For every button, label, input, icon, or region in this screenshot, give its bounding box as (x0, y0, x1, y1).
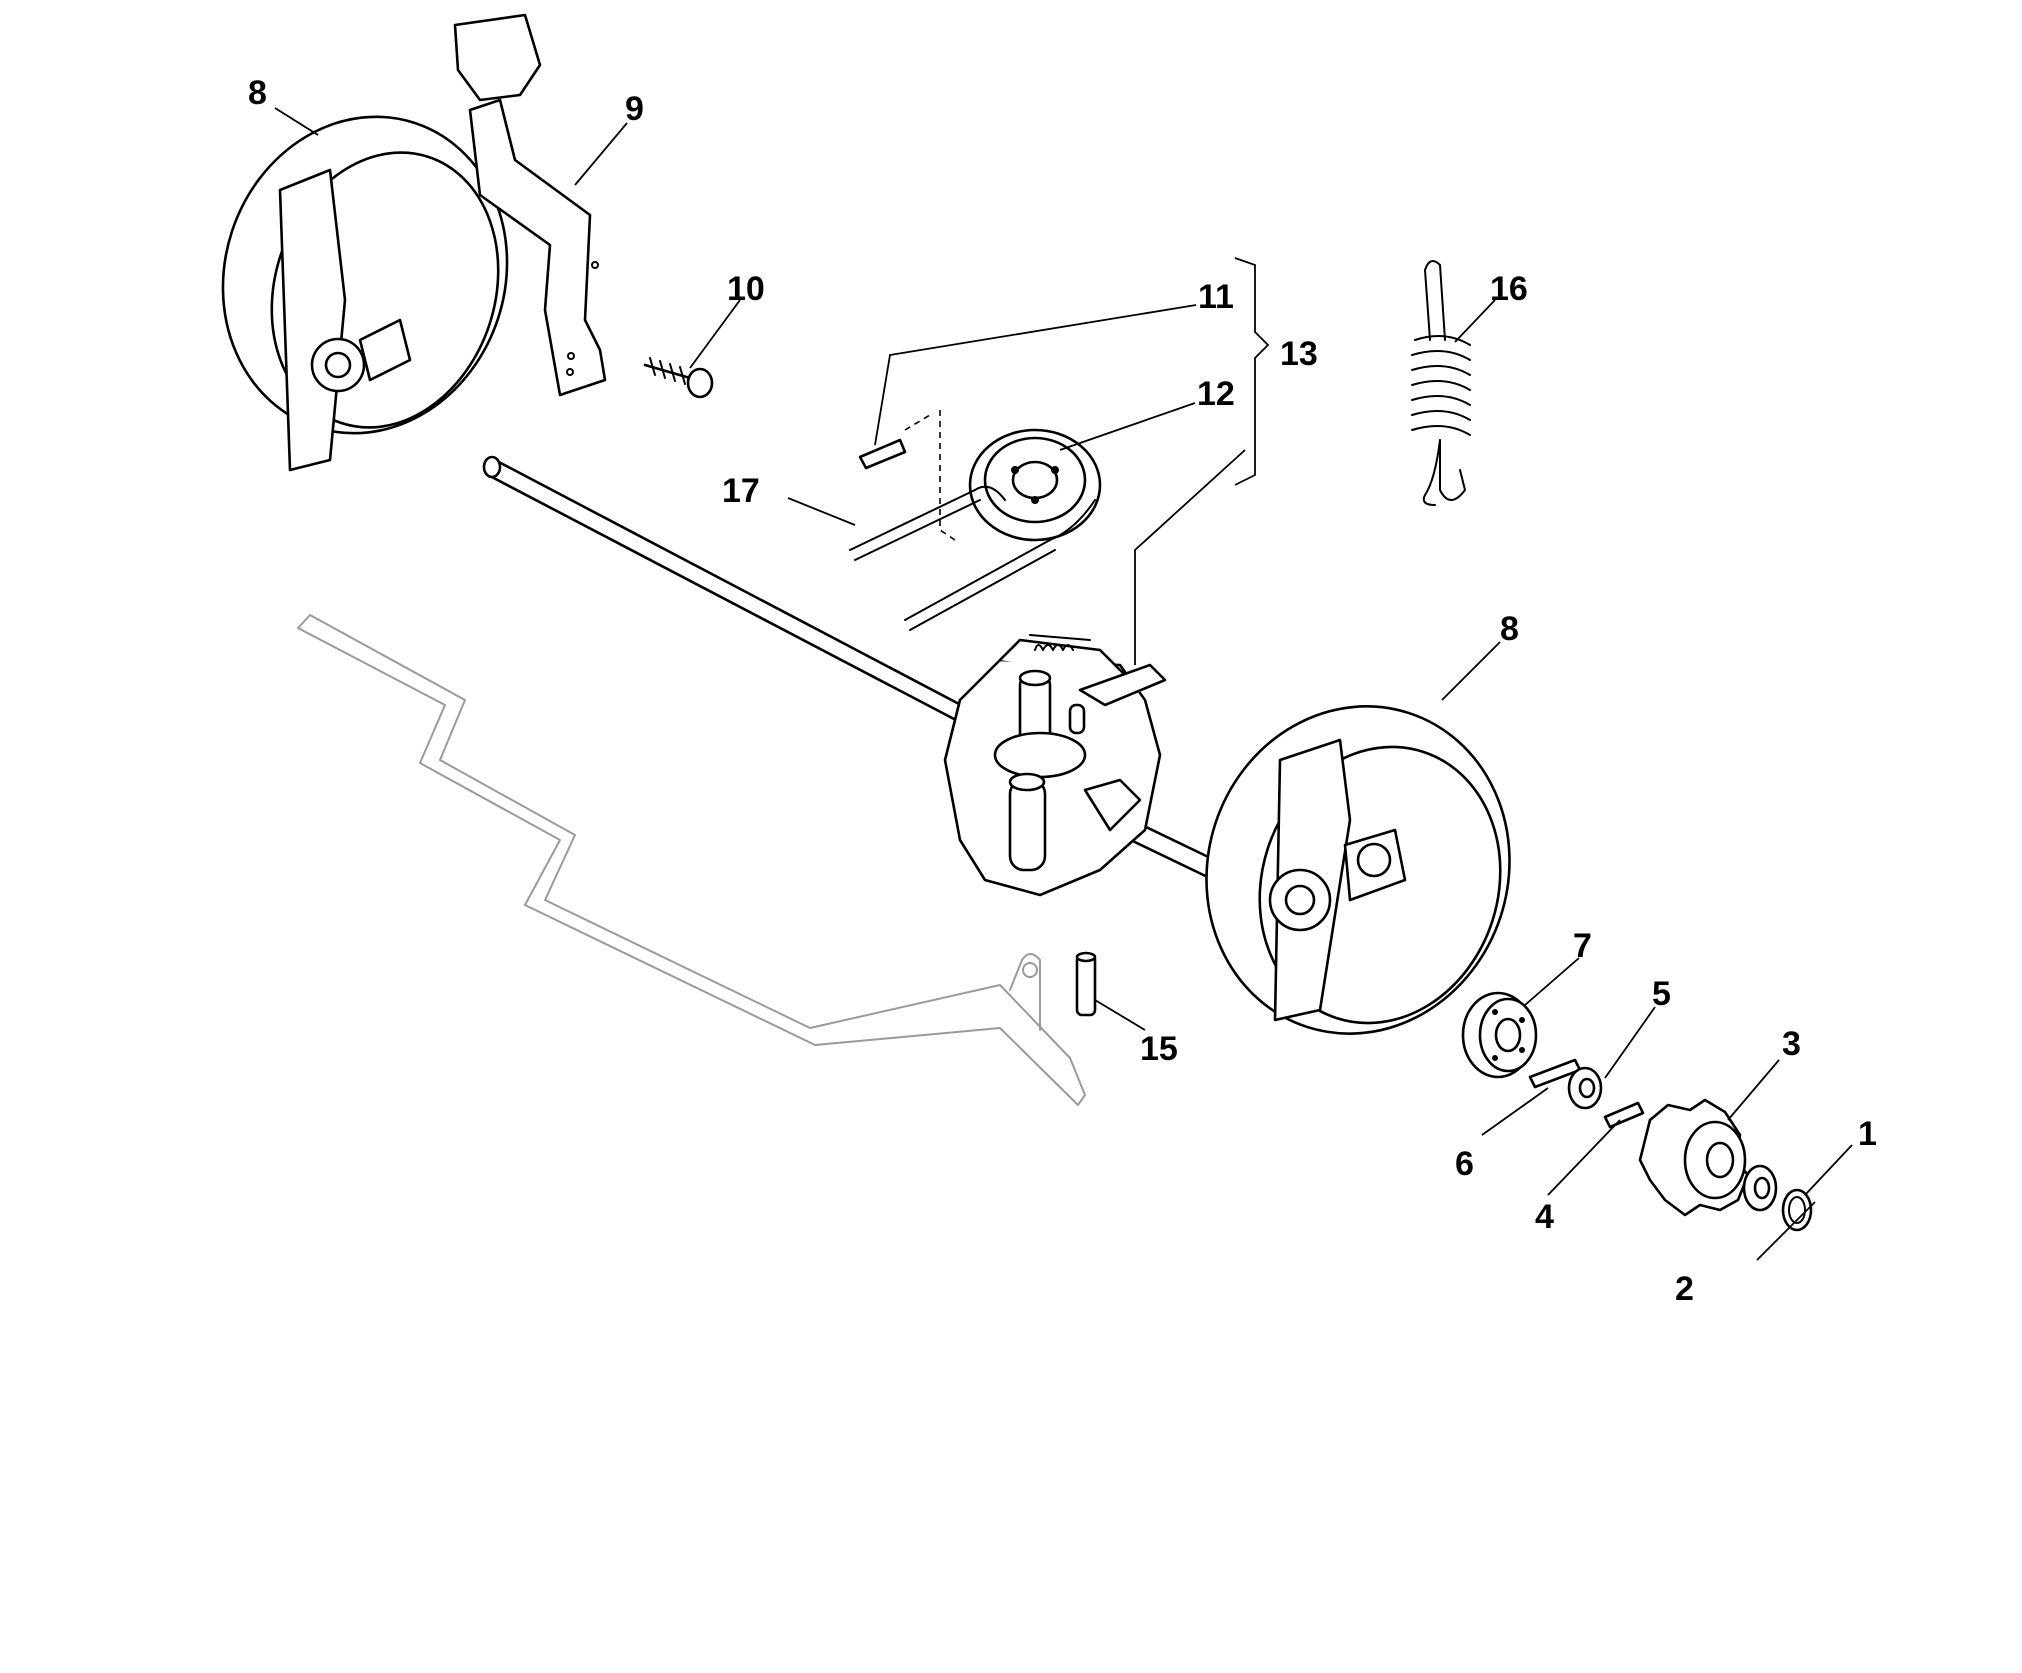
callout-15: 15 (1140, 1030, 1178, 1068)
callout-5: 5 (1652, 975, 1671, 1013)
tension-spring (1411, 260, 1471, 506)
callout-8-right: 8 (1500, 610, 1519, 648)
drive-pin (858, 438, 907, 470)
callout-10: 10 (727, 270, 765, 308)
callout-7: 7 (1573, 927, 1592, 965)
drive-gear (1638, 1098, 1750, 1217)
axle-pin (1075, 951, 1097, 1017)
callout-labels: 8 9 10 11 13 12 16 17 8 7 5 3 15 1 6 4 2 (248, 74, 1877, 1308)
rear-wheel-right (1205, 705, 1511, 1035)
callout-17: 17 (722, 472, 760, 510)
callout-11: 11 (1198, 278, 1234, 316)
rear-wheel-left (221, 115, 509, 472)
callout-4: 4 (1535, 1198, 1554, 1236)
washer-2 (1742, 1164, 1778, 1212)
alignment-line (904, 410, 956, 541)
callout-3: 3 (1782, 1025, 1801, 1063)
leader-lines (274, 107, 1853, 1261)
callout-2: 2 (1675, 1270, 1694, 1308)
washer-5 (1567, 1066, 1603, 1110)
drive-pulley (968, 428, 1102, 542)
callout-13: 13 (1280, 335, 1318, 373)
wheel-bracket (453, 13, 607, 397)
callout-16: 16 (1490, 270, 1528, 308)
shaft-key-4 (1603, 1101, 1645, 1129)
callout-8-left: 8 (248, 74, 267, 112)
gearbox (943, 634, 1167, 897)
retaining-clip (1781, 1188, 1813, 1232)
screw (643, 357, 714, 399)
callout-12: 12 (1197, 375, 1235, 413)
drive-belt (849, 485, 1096, 631)
chassis-frame (297, 614, 1086, 1106)
callout-1: 1 (1858, 1115, 1877, 1153)
callout-9: 9 (625, 90, 644, 128)
callout-6: 6 (1455, 1145, 1474, 1183)
ball-bearing (1461, 991, 1538, 1079)
